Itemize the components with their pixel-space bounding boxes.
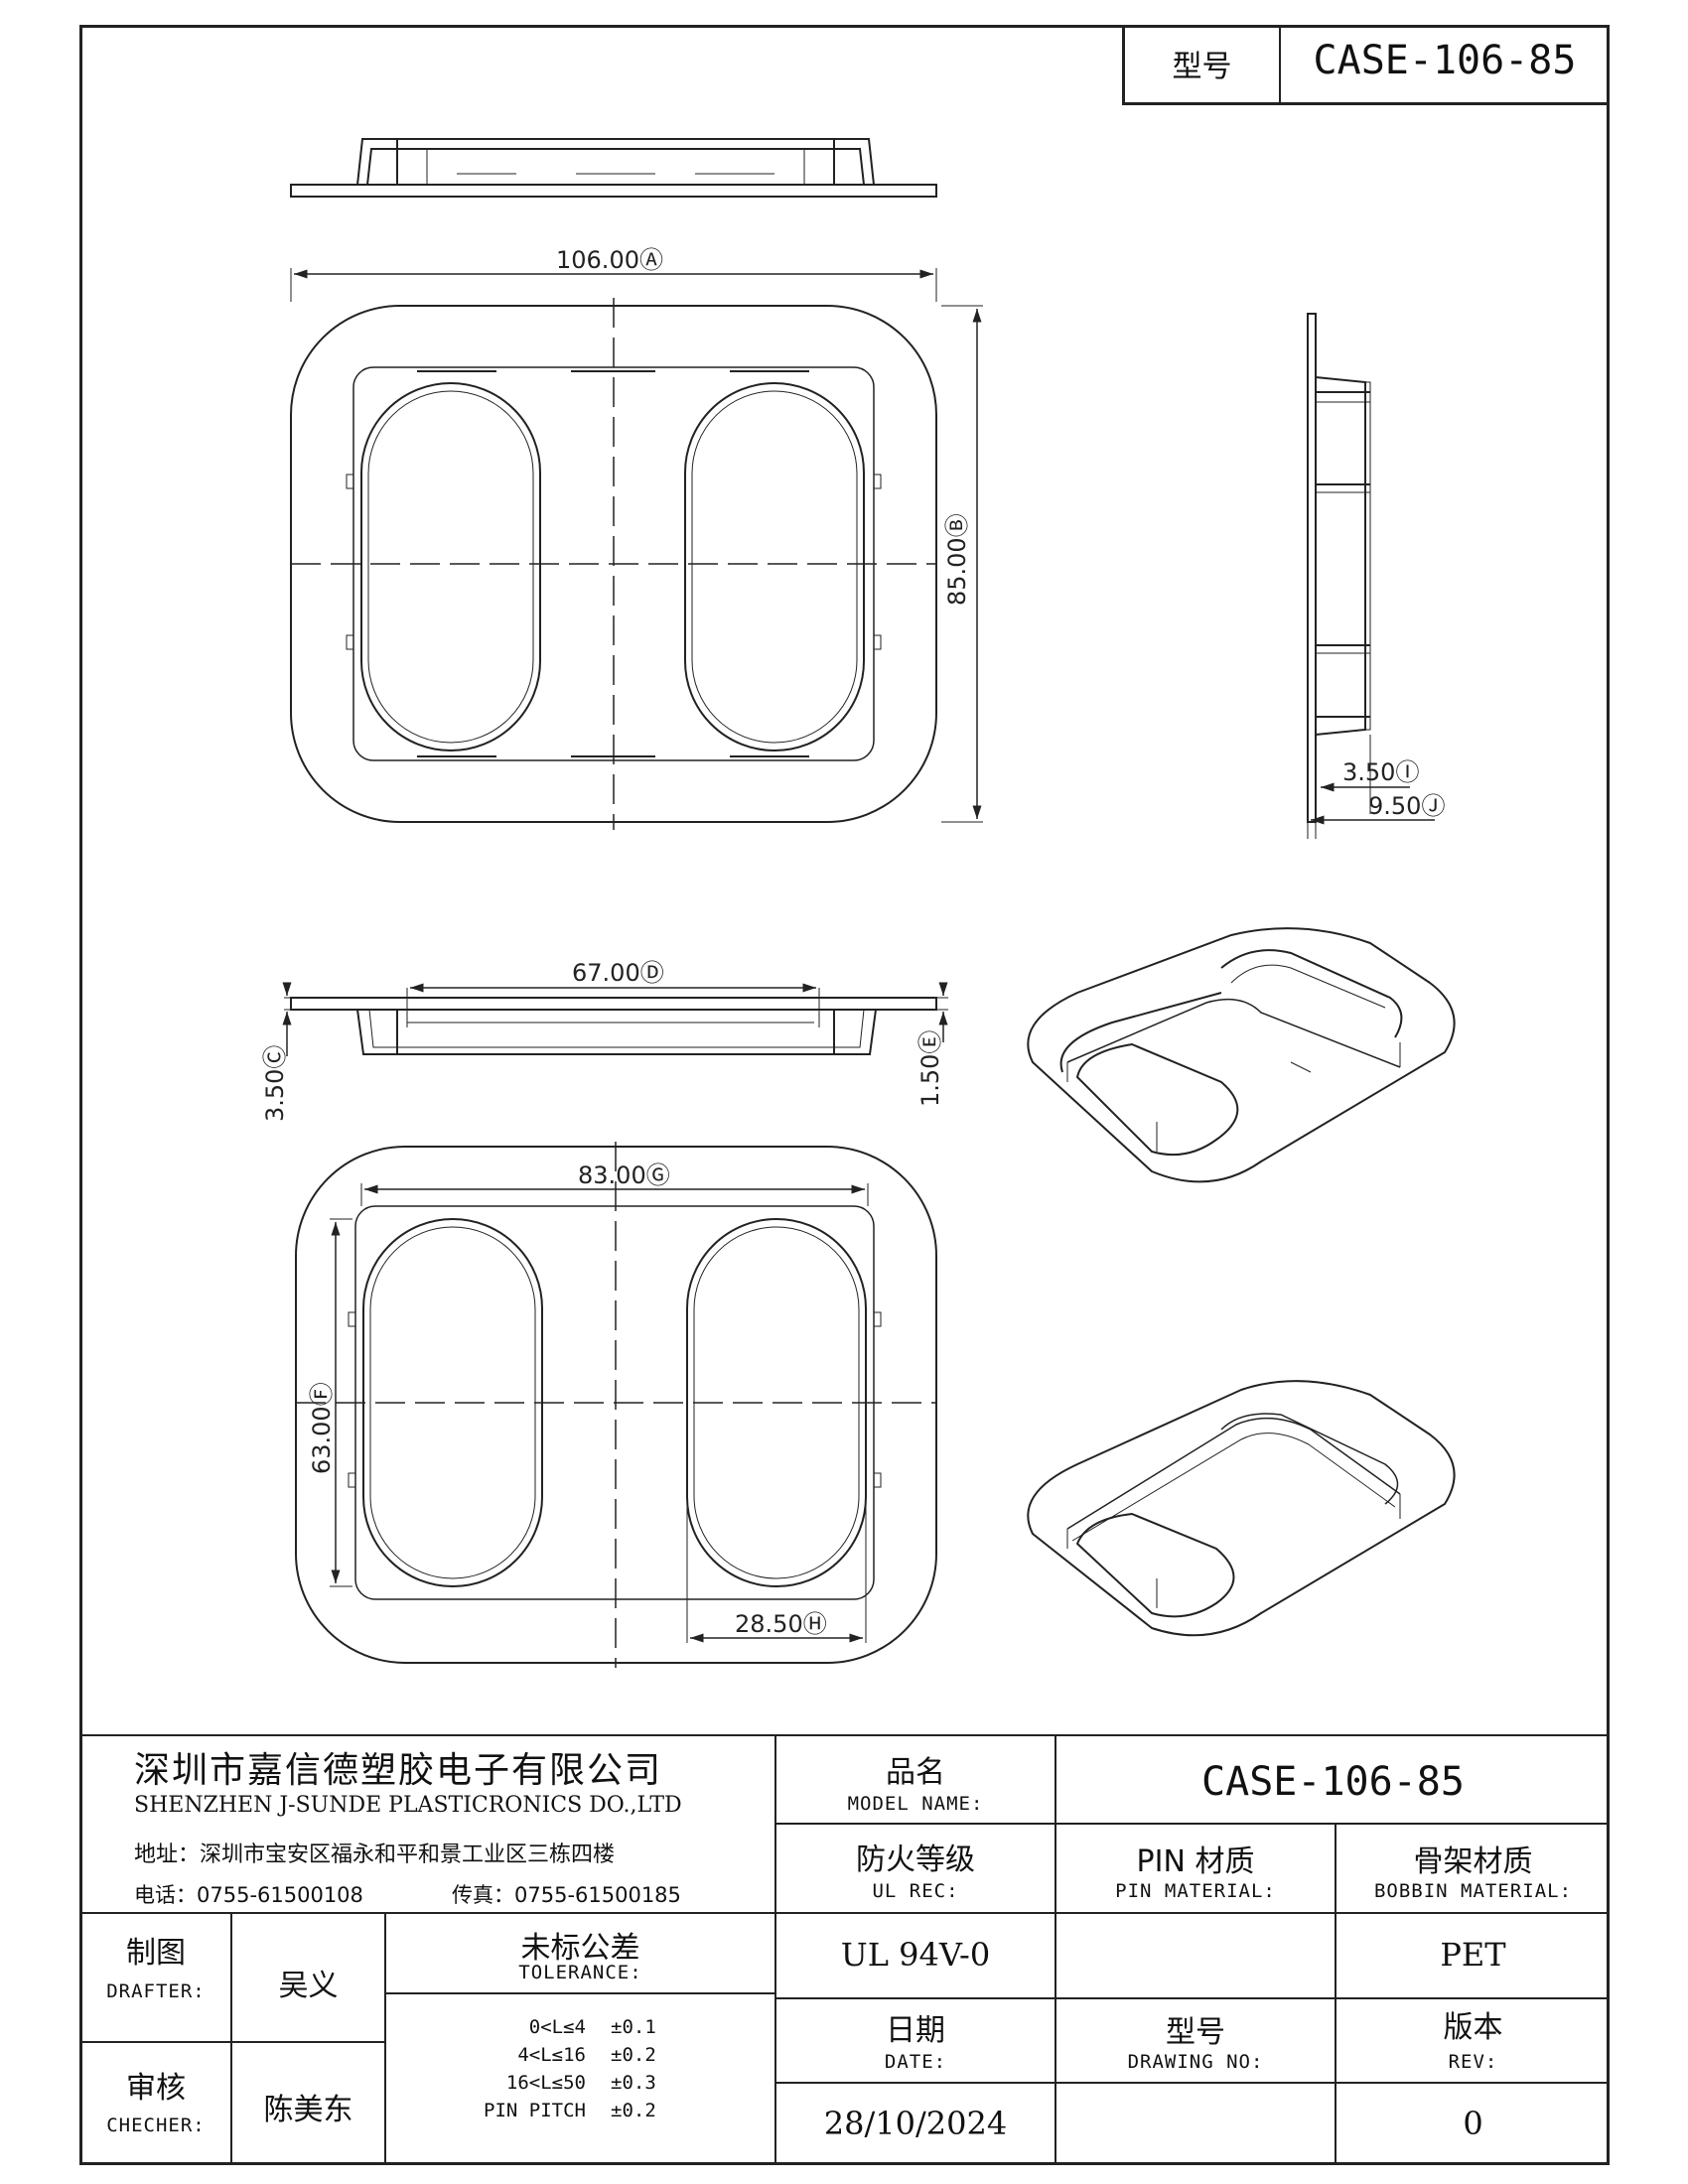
company-name-en: SHENZHEN J-SUNDE PLASTICRONICS DO.,LTD [134, 1793, 682, 1818]
model-header-box [1122, 25, 1610, 105]
drawing-no-label-en: DRAWING NO: [1127, 2051, 1264, 2073]
company-address: 地址：深圳市宝安区福永和平和景工业区三栋四楼 [134, 1843, 616, 1867]
dim-b-label: 85.00Ⓑ [943, 513, 971, 606]
date-label-en: DATE: [884, 2051, 947, 2073]
company-phone: 电话：0755-61500108 [134, 1883, 363, 1907]
dim-e-label: 1.50Ⓔ [916, 1030, 944, 1107]
company-fax: 传真：0755-61500185 [452, 1883, 681, 1907]
model-label: 型号 [1172, 50, 1232, 84]
dim-g-label: 83.00Ⓖ [578, 1161, 670, 1189]
rev-label-en: REV: [1448, 2051, 1498, 2073]
isometric-view-1 [1027, 927, 1456, 1183]
checker-label-en: CHECHER: [106, 2115, 206, 2136]
technical-drawing: 106.00Ⓐ 85.00Ⓑ 3.50Ⓘ 9.50Ⓙ 67.00Ⓓ 3.50Ⓒ … [261, 138, 1456, 1668]
tolerance-row: 4<L≤16±0.2 [517, 2044, 656, 2066]
drafter-label-en: DRAFTER: [106, 1980, 206, 2002]
bobbin-material-label-cn: 骨架材质 [1413, 1844, 1533, 1879]
checker-name: 陈美东 [263, 2093, 353, 2127]
header-divider [1279, 25, 1281, 104]
drafter-name: 吴义 [278, 1969, 339, 2003]
tolerance-row: PIN PITCH±0.2 [484, 2100, 656, 2121]
plan-view-bottom [295, 1142, 937, 1668]
model-value: CASE-106-85 [1313, 38, 1577, 83]
ul-label-en: UL REC: [872, 1880, 959, 1902]
pin-material-label-cn: PIN 材质 [1136, 1844, 1255, 1879]
model-name-label-cn: 品名 [886, 1755, 945, 1790]
dim-c-label: 3.50Ⓒ [261, 1045, 289, 1122]
drawing-border [79, 25, 1610, 2165]
isometric-view-2 [1027, 1380, 1456, 1637]
date-label-cn: 日期 [886, 2013, 945, 2048]
ul-value: UL 94V-0 [840, 1936, 991, 1974]
plan-view-top [290, 298, 937, 830]
tolerance-row: 16<L≤50±0.3 [505, 2072, 656, 2094]
rev-value: 0 [1463, 2105, 1483, 2142]
dim-i-label: 3.50Ⓘ [1342, 758, 1419, 786]
ul-label-cn: 防火等级 [856, 1843, 975, 1877]
date-value: 28/10/2024 [823, 2105, 1008, 2142]
dim-f-label: 63.00Ⓕ [308, 1382, 336, 1474]
top-elevation-view [290, 138, 937, 198]
rev-label-cn: 版本 [1443, 2010, 1503, 2045]
pin-material-label-en: PIN MATERIAL: [1115, 1880, 1276, 1902]
bobbin-material-value: PET [1440, 1936, 1506, 1974]
front-elevation-view [290, 997, 937, 1055]
tolerance-table: 0<L≤4±0.1 4<L≤16±0.2 16<L≤50±0.3 PIN PIT… [437, 2013, 735, 2124]
checker-label-cn: 审核 [126, 2071, 186, 2106]
dim-h-label: 28.50Ⓗ [735, 1610, 827, 1638]
drawing-no-label-cn: 型号 [1166, 2015, 1225, 2050]
bobbin-material-label-en: BOBBIN MATERIAL: [1373, 1880, 1573, 1902]
model-name-label-en: MODEL NAME: [847, 1793, 984, 1815]
tolerance-row: 0<L≤4±0.1 [528, 2016, 656, 2038]
tolerance-label-en: TOLERANCE: [518, 1962, 642, 1983]
drafter-label-cn: 制图 [126, 1936, 186, 1971]
company-name-cn: 深圳市嘉信德塑胶电子有限公司 [134, 1750, 663, 1791]
dim-j-label: 9.50Ⓙ [1368, 792, 1445, 820]
model-name-value: CASE-106-85 [1201, 1759, 1465, 1805]
side-view [1307, 313, 1371, 823]
dim-d-label: 67.00Ⓓ [572, 959, 664, 987]
dim-a-label: 106.00Ⓐ [556, 246, 663, 274]
tolerance-label-cn: 未标公差 [520, 1931, 640, 1966]
